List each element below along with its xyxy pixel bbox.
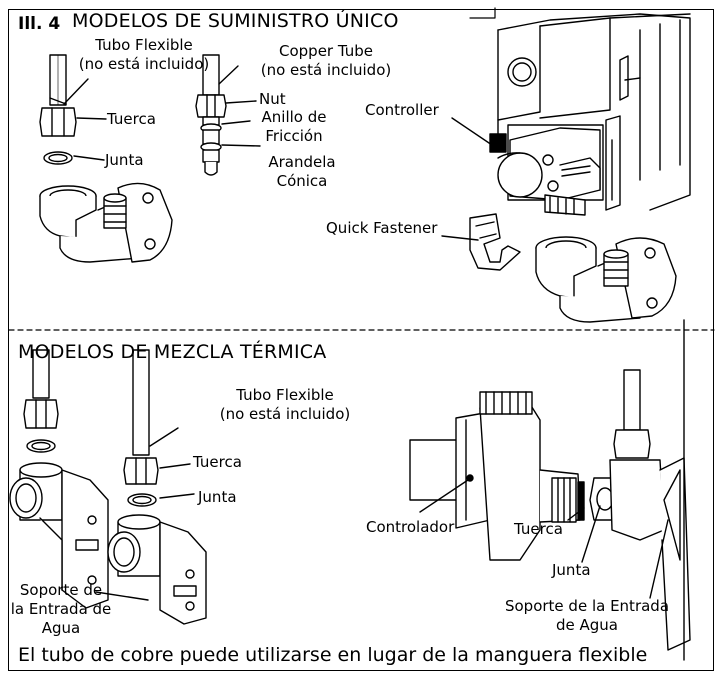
bottom-middle-tube-assembly [107, 349, 207, 625]
label-gasket-right: Junta [552, 561, 591, 579]
label-nut-right: Tuerca [514, 520, 563, 538]
bottom-section-title: MODELOS DE MEZCLA TÉRMICA [18, 341, 327, 363]
label-bracket-left-1: Soporte de [19, 581, 103, 599]
label-controlador: Controlador [366, 518, 455, 536]
hex-nut [39, 107, 77, 137]
top-left-leaders [63, 65, 261, 161]
mount-plate [117, 182, 173, 263]
footer-note: El tubo de cobre puede utilizarse en lug… [18, 644, 648, 666]
label-friction-ring-1: Anillo de [261, 108, 327, 126]
gasket-ring [43, 151, 73, 165]
controlador-assembly [409, 391, 585, 561]
quick-fastener-clip [469, 213, 521, 271]
label-bracket-left-3: Agua [41, 619, 81, 637]
label-flex-tube: Tubo Flexible [95, 36, 193, 54]
label-gasket-es: Junta [105, 151, 144, 169]
right-inlet-bracket [609, 319, 691, 661]
label-flex-tube-note: (no está incluido) [78, 55, 210, 73]
copper-tube-assembly [195, 54, 227, 176]
label-flex-tube-note-bottom: (no está incluido) [219, 405, 351, 423]
label-cone-washer-2: Cónica [276, 172, 328, 190]
bottom-left-leaders [95, 427, 195, 601]
label-gasket-bottom: Junta [198, 488, 237, 506]
label-bracket-right-1: Soporte de la Entrada [504, 597, 670, 615]
controller-knob [497, 152, 543, 198]
top-right-elbow-bracket [535, 236, 677, 323]
label-copper-tube: Copper Tube [279, 42, 373, 60]
label-quick-fastener: Quick Fastener [326, 219, 438, 237]
top-flex-tube-assembly [39, 54, 77, 165]
label-bracket-right-2: de Agua [556, 616, 618, 634]
figure-number: Ill. 4 [18, 14, 61, 34]
bottom-left-tube-assembly [9, 349, 109, 609]
label-copper-tube-note: (no está incluido) [260, 61, 392, 79]
bottom-right-leaders [419, 479, 669, 599]
top-right-leaders [441, 117, 493, 241]
top-section-title: MODELOS DE SUMINISTRO ÚNICO [72, 10, 399, 32]
label-nut-en: Nut [259, 90, 286, 108]
label-controller: Controller [365, 101, 439, 119]
label-friction-ring-2: Fricción [265, 127, 323, 145]
label-nut-es: Tuerca [107, 110, 156, 128]
top-left-elbow-bracket [39, 182, 173, 263]
controller-unit [469, 7, 691, 216]
label-bracket-left-2: la Entrada de [10, 600, 112, 618]
label-nut-bottom: Tuerca [193, 453, 242, 471]
label-flex-tube-bottom: Tubo Flexible [236, 386, 334, 404]
label-cone-washer-1: Arandela [268, 153, 336, 171]
